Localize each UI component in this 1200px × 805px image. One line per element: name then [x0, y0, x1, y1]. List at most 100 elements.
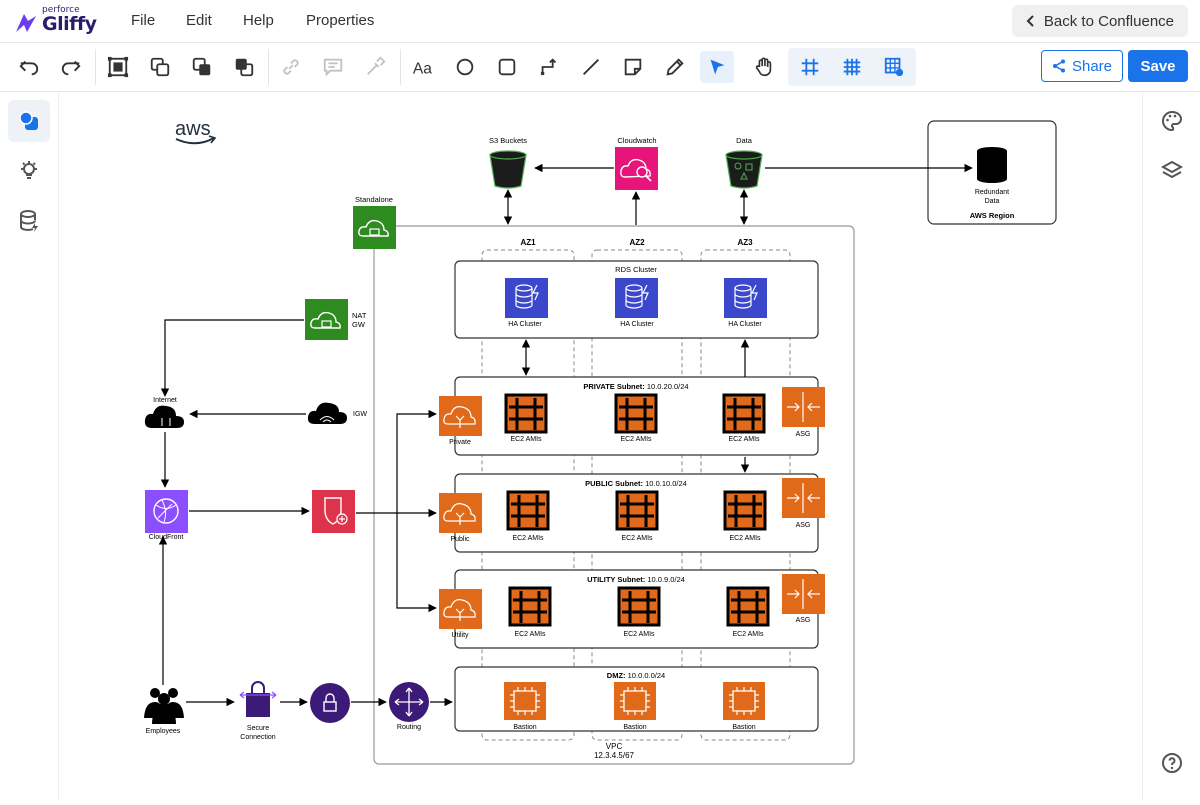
cloudfront-node[interactable]: CloudFront: [145, 490, 188, 541]
share-button[interactable]: Share: [1041, 50, 1123, 82]
routing-node[interactable]: Routing: [389, 682, 429, 731]
back-to-confluence-button[interactable]: Back to Confluence: [1011, 5, 1188, 37]
sticky-note-tool-button[interactable]: [616, 51, 650, 83]
ellipse-tool-button[interactable]: [448, 51, 482, 83]
internet-node[interactable]: Internet: [144, 397, 184, 428]
nat-gateway-node[interactable]: NAT GW: [305, 299, 367, 340]
gliffy-logo[interactable]: perforce Gliffy: [14, 4, 104, 38]
page-grid-button[interactable]: [877, 51, 911, 83]
bring-to-front-button[interactable]: [185, 51, 219, 83]
rds-cluster-label: RDS Cluster: [615, 265, 657, 274]
bastion-label: Bastion: [513, 724, 536, 731]
asg-label: ASG: [796, 431, 811, 438]
ec2-public-az1[interactable]: EC2 AMIs: [506, 490, 550, 542]
select-tool-button[interactable]: [700, 51, 734, 83]
eyedropper-button[interactable]: [358, 51, 392, 83]
diagram-canvas[interactable]: aws VPC 12.3.4.5/67 AZ1 AZ2 AZ3 RDS Clus…: [59, 92, 1141, 800]
ec2-ami-icon: [508, 586, 552, 627]
shield-plus-shape: [339, 516, 345, 522]
ec2-private-az3[interactable]: EC2 AMIs: [722, 393, 766, 443]
employees-icon: [150, 688, 160, 698]
connector-waf-private[interactable]: [396, 409, 437, 513]
pan-tool-button[interactable]: [747, 51, 781, 83]
snap-to-grid-button[interactable]: [793, 51, 827, 83]
ideas-panel-button[interactable]: [8, 150, 50, 192]
vpn-lock-node[interactable]: [310, 683, 350, 723]
ec2-public-az2[interactable]: EC2 AMIs: [615, 490, 659, 542]
dmz-label: DMZ: 10.0.0.0/24: [607, 671, 665, 680]
ha-cluster-az3[interactable]: HA Cluster: [724, 278, 767, 328]
az1-label: AZ1: [520, 238, 536, 247]
line-icon: [583, 59, 599, 75]
connector-tool-button[interactable]: [532, 51, 566, 83]
internet-cloud-lines: [161, 418, 171, 426]
menu-help[interactable]: Help: [243, 12, 274, 29]
ec2-amis-label: EC2 AMIs: [621, 535, 653, 542]
menu-edit[interactable]: Edit: [186, 12, 212, 29]
secure-connection-node[interactable]: Secure Connection: [239, 681, 277, 741]
az2-label: AZ2: [629, 238, 645, 247]
bastion-az3[interactable]: Bastion: [723, 682, 765, 731]
group-button[interactable]: [101, 51, 135, 83]
ec2-amis-label: EC2 AMIs: [623, 631, 655, 638]
data-bucket-node[interactable]: Data: [725, 136, 763, 189]
vpc-container[interactable]: [373, 225, 855, 765]
standalone-node[interactable]: Standalone: [353, 195, 396, 249]
redundant-data-node[interactable]: Redundant Data: [975, 147, 1009, 205]
bring-forward-button[interactable]: [143, 51, 177, 83]
theme-panel-button[interactable]: [1151, 100, 1193, 142]
private-elb-node[interactable]: Private: [439, 396, 482, 446]
ec2-utility-az3[interactable]: EC2 AMIs: [726, 586, 770, 638]
send-to-back-button[interactable]: [227, 51, 261, 83]
ec2-utility-az2[interactable]: EC2 AMIs: [617, 586, 661, 638]
ec2-private-az2[interactable]: EC2 AMIs: [614, 393, 658, 443]
shapes-panel-button[interactable]: [8, 100, 50, 142]
ec2-ami-icon: [617, 586, 661, 627]
text-tool-button[interactable]: Aa: [406, 51, 440, 83]
bastion-az2[interactable]: Bastion: [614, 682, 656, 731]
help-button[interactable]: [1151, 742, 1193, 784]
menu-file[interactable]: File: [131, 12, 156, 29]
menu-properties[interactable]: Properties: [306, 12, 375, 29]
undo-button[interactable]: [12, 51, 46, 83]
employees-node[interactable]: Employees: [144, 688, 184, 735]
elb-cloud-shape: [443, 503, 476, 522]
data-panel-button[interactable]: [8, 200, 50, 242]
bastion-az1[interactable]: Bastion: [504, 682, 546, 731]
private-subnet-name: PRIVATE Subnet:: [583, 382, 644, 391]
cloudwatch-magnifier-shape: [636, 166, 648, 178]
rds-bolt-shape: [532, 284, 539, 301]
ha-cluster-az2[interactable]: HA Cluster: [615, 278, 658, 328]
ec2-ami-icon: [614, 393, 658, 434]
igw-node[interactable]: IGW: [307, 402, 368, 424]
cloudwatch-label: Cloudwatch: [617, 136, 656, 145]
elb-icon: [439, 493, 482, 533]
s3-buckets-node[interactable]: S3 Buckets: [489, 136, 527, 189]
save-button[interactable]: Save: [1128, 50, 1188, 82]
igw-label: IGW: [353, 411, 367, 418]
show-grid-button[interactable]: [835, 51, 869, 83]
connector-nat-internet[interactable]: [160, 319, 304, 397]
rectangle-tool-button[interactable]: [490, 51, 524, 83]
ha-cluster-az1[interactable]: HA Cluster: [505, 278, 548, 328]
pencil-tool-button[interactable]: [658, 51, 692, 83]
waf-node[interactable]: [312, 490, 355, 533]
layers-panel-button[interactable]: [1151, 150, 1193, 192]
line-tool-button[interactable]: [574, 51, 608, 83]
ec2-private-az1[interactable]: EC2 AMIs: [504, 393, 548, 443]
aws-logo[interactable]: aws: [175, 118, 217, 145]
asg-utility[interactable]: ASG: [782, 574, 825, 624]
padlock-body: [246, 693, 270, 717]
connector-waf-utility[interactable]: [396, 513, 437, 613]
utility-elb-node[interactable]: Utility: [439, 589, 482, 639]
ec2-utility-az1[interactable]: EC2 AMIs: [508, 586, 552, 638]
redo-button[interactable]: [54, 51, 88, 83]
comment-button[interactable]: [316, 51, 350, 83]
ec2-public-az3[interactable]: EC2 AMIs: [723, 490, 767, 542]
public-elb-node[interactable]: Public: [439, 493, 482, 543]
cloudwatch-node[interactable]: Cloudwatch: [615, 136, 658, 190]
az3-label: AZ3: [737, 238, 753, 247]
asg-public[interactable]: ASG: [782, 478, 825, 529]
link-button[interactable]: [274, 51, 308, 83]
asg-private[interactable]: ASG: [782, 387, 825, 438]
